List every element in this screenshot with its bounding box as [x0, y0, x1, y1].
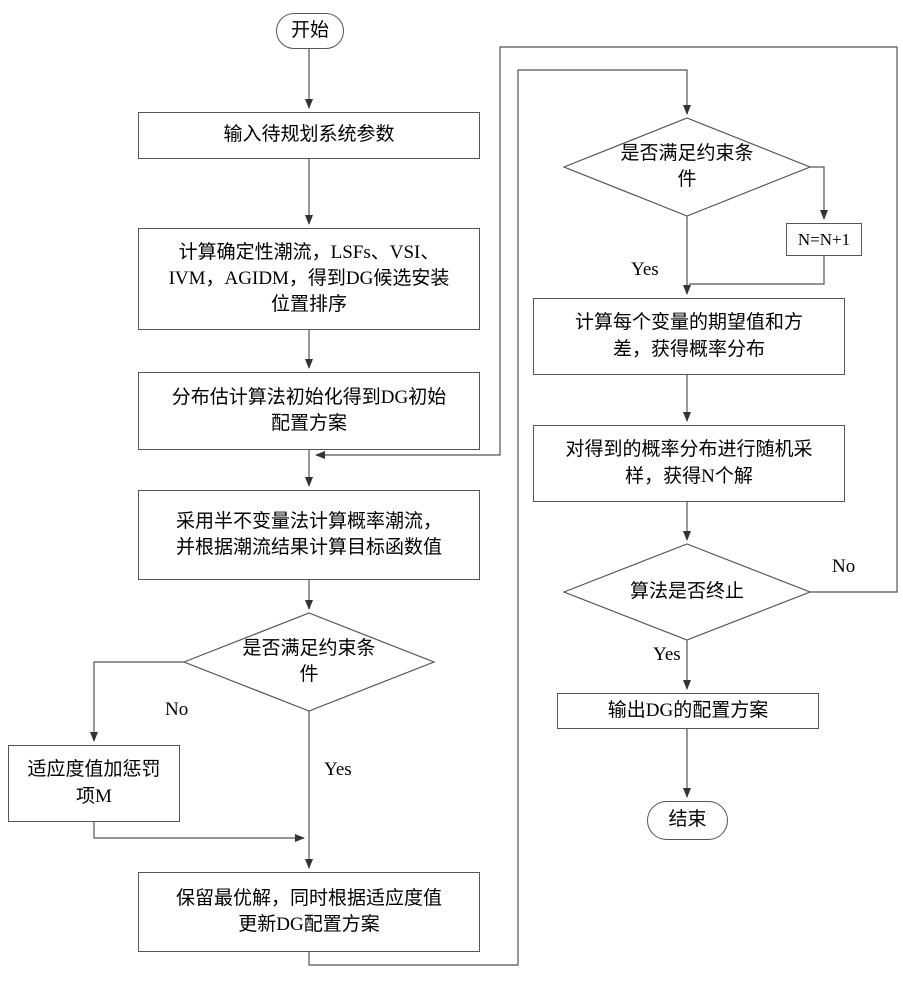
probabilistic-flow-box: 采用半不变量法计算概率潮流，并根据潮流结果计算目标函数值	[138, 490, 480, 580]
constraint-right-label: 是否满足约束条件	[620, 142, 754, 190]
edge-keepbest-to-constraint2-loop	[308, 69, 691, 966]
edge-terminate-no-loopback	[315, 46, 898, 593]
constraint-diamond-left-shape	[182, 612, 436, 712]
branch-label-yes-right-top: Yes	[629, 259, 661, 281]
eda-init-box: 分布估计算法初始化得到DG初始配置方案	[138, 372, 480, 450]
edge-increment-to-merge	[689, 256, 825, 285]
terminate-label: 算法是否终止	[629, 580, 744, 602]
edge-penalty-to-merge	[93, 822, 305, 842]
sampling-box: 对得到的概率分布进行随机采样，获得N个解	[533, 425, 845, 502]
expectation-box: 计算每个变量的期望值和方差，获得概率分布	[533, 298, 845, 375]
edge-constraint-no-to-penalty	[90, 661, 184, 742]
penalty-box: 适应度值加惩罚项M	[8, 745, 180, 822]
branch-label-no-left: No	[163, 699, 191, 721]
end-node: 结束	[647, 801, 728, 840]
start-node: 开始	[276, 13, 344, 49]
keep-best-box: 保留最优解，同时根据适应度值更新DG配置方案	[138, 872, 480, 952]
branch-label-yes-right-bottom: Yes	[651, 644, 683, 666]
deterministic-flow-box: 计算确定性潮流，LSFs、VSI、IVM，AGIDM，得到DG候选安装位置排序	[138, 228, 480, 330]
edge-constraint2-to-increment	[810, 166, 828, 220]
input-params-box: 输入待规划系统参数	[138, 112, 480, 159]
branch-label-yes-left: Yes	[322, 759, 354, 781]
branch-label-no-right: No	[830, 556, 858, 578]
constraint-left-label: 是否满足约束条件	[242, 637, 376, 685]
increment-n-box: N=N+1	[786, 223, 862, 256]
output-box: 输出DG的配置方案	[557, 693, 819, 729]
